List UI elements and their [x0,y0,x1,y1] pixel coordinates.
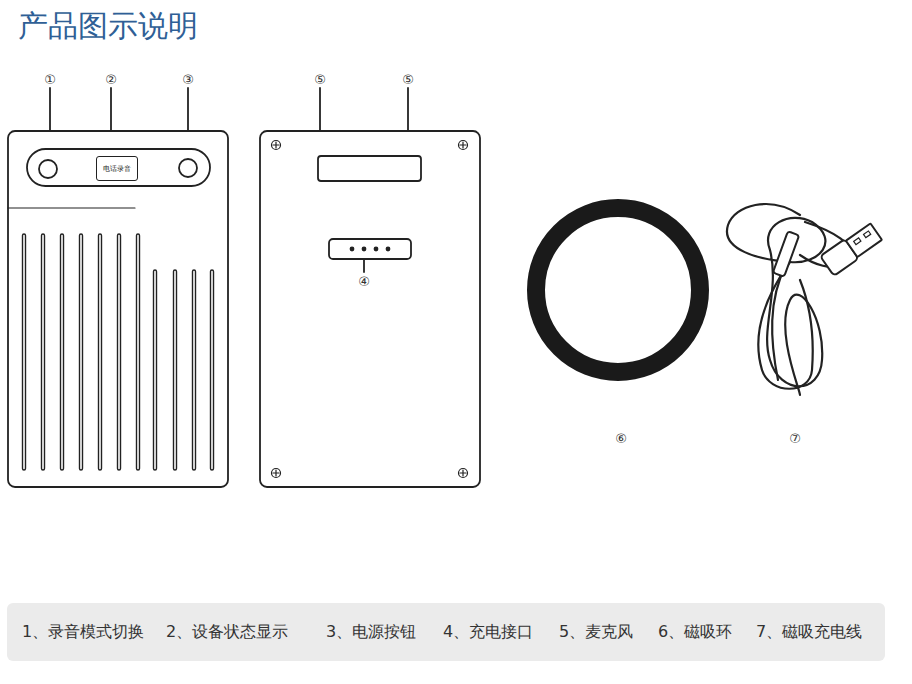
vent-slot [42,234,45,470]
vent-slot [193,270,196,470]
vent-slot [23,234,26,470]
callout-number: ① [43,72,57,87]
legend-item-text: 3、电源按钮 [326,622,416,643]
button-label: 电话录音 [103,164,131,174]
legend-item-text: 2、设备状态显示 [166,622,288,643]
callout-number: ⑥ [614,431,628,446]
vent-slot [99,234,102,470]
button-label-box: 电话录音 [96,156,138,181]
screw [272,141,281,150]
callout-number: ⑤ [313,72,327,87]
screw [459,469,468,478]
legend-item-text: 7、磁吸充电线 [756,622,862,643]
legend-band: 1、录音模式切换 2、设备状态显示 3、电源按钮 4、充电接口 5、麦克风 6、磁吸环 7、… [7,603,885,661]
vent-slot [80,234,83,470]
legend-item-text: 4、充电接口 [443,622,533,643]
screw [459,141,468,150]
page-title: 产品图示说明 [18,6,198,47]
vent-slot [154,270,157,470]
legend-item-text: 1、录音模式切换 [22,622,144,643]
vent-slot [211,270,214,470]
callout-number: ④ [357,274,371,289]
legend-item-text: 6、磁吸环 [658,622,732,643]
callout-number: ③ [181,72,195,87]
vent-slot [118,234,121,470]
callout-number: ⑦ [788,431,802,446]
screw [272,469,281,478]
vent-slot [61,234,64,470]
legend-item-text: 5、麦克风 [559,622,633,643]
vent-slot [174,270,177,470]
vent-slot [137,234,140,470]
callout-number: ② [104,72,118,87]
callout-number: ⑤ [401,72,415,87]
